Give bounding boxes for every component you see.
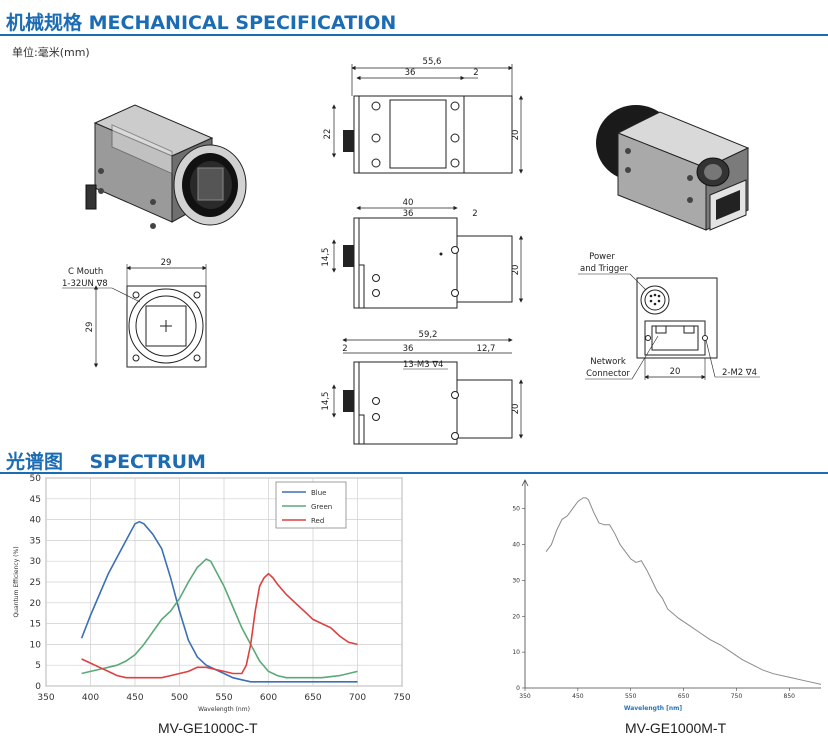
chart1-x-tick: 400 [82, 693, 99, 703]
chart1-y-tick: 20 [30, 599, 42, 609]
rear-power-line1: Power [589, 252, 615, 262]
chart1-y-tick: 40 [30, 516, 42, 526]
rear-view: Power and Trigger Network Connector 20 2… [578, 252, 760, 380]
mid-dim-right: 20 [511, 265, 521, 276]
chart2-y-arrow [521, 479, 529, 487]
chart1-y-tick: 5 [35, 661, 41, 671]
chart2-xlabel: Wavelength [nm] [624, 705, 683, 712]
spectrum-title: 光谱图 SPECTRUM [6, 451, 206, 473]
front-mount-line1: C Mouth [68, 267, 103, 277]
chart1-series-red [81, 572, 358, 679]
chart2-x-tick: 350 [519, 693, 531, 700]
chart1-x-tick: 550 [215, 693, 232, 703]
chart1-x-tick: 700 [349, 693, 366, 703]
chart2-x-tick: 450 [572, 693, 584, 700]
chart1-series-green [81, 558, 358, 679]
bot-dim-thread: 13-M3 ∇4 [403, 360, 443, 370]
chart1-y-tick: 35 [30, 536, 41, 546]
chart2-y-tick: 10 [512, 649, 520, 656]
chart1-caption: MV-GE1000C-T [158, 720, 258, 736]
mid-dim-overall: 40 [403, 198, 414, 208]
side-view-bottom: 59,2 2 36 12,7 13-M3 ∇4 14,5 20 [321, 330, 524, 445]
chart1-y-tick: 10 [30, 640, 42, 650]
bot-dim-overall: 59,2 [419, 330, 438, 340]
mech-title-underline [0, 34, 828, 36]
chart1-legend-label-blue: Blue [311, 489, 327, 497]
side-view-top: 55,6 36 2 22 20 [323, 57, 524, 174]
chart2-x-tick: 650 [678, 693, 690, 700]
chart1-x-tick: 450 [126, 693, 143, 703]
front-dim-width: 29 [161, 258, 172, 268]
rear-power-line2: and Trigger [580, 264, 629, 274]
top-dim-height: 22 [323, 129, 333, 140]
chart1-legend-label-green: Green [311, 503, 332, 511]
chart1-x-tick: 600 [260, 693, 277, 703]
chart2-y-tick: 0 [516, 685, 520, 692]
front-mount-line2: 1-32UN ∇8 [62, 279, 108, 289]
rear-dim-width: 20 [670, 367, 681, 377]
chart1-x-tick: 350 [37, 693, 54, 703]
chart1-y-tick: 50 [30, 474, 42, 484]
chart2-y-tick: 30 [512, 577, 520, 584]
mechanical-drawings: 55,6 36 2 22 20 40 36 2 14,5 20 [62, 57, 760, 445]
bot-dim-body: 36 [403, 344, 414, 354]
top-dim-right: 20 [511, 130, 521, 141]
chart1-y-tick: 30 [30, 557, 42, 567]
chart2-caption: MV-GE1000M-T [625, 720, 727, 736]
chart1-y-tick: 15 [30, 620, 41, 630]
camera-3d-rear [596, 105, 750, 231]
chart2-x-tick: 750 [731, 693, 743, 700]
chart1-x-tick: 750 [393, 693, 410, 703]
chart2-x-tick: 850 [784, 693, 796, 700]
top-dim-end: 2 [473, 68, 478, 78]
mid-dim-end: 2 [472, 209, 477, 219]
bot-dim-left: 2 [342, 344, 347, 354]
chart1-y-tick: 45 [30, 495, 41, 505]
side-view-middle: 40 36 2 14,5 20 [321, 198, 524, 309]
rear-network-line1: Network [590, 357, 626, 367]
chart2-y-tick: 40 [512, 542, 520, 549]
top-dim-body: 36 [405, 68, 416, 78]
rear-network-line2: Connector [586, 369, 630, 379]
mono-spectrum-chart: 0 10 20 30 40 50 350 450 550 650 750 850Wavelength … [512, 479, 822, 712]
spectrum-title-underline [0, 472, 828, 474]
chart1-y-tick: 0 [35, 682, 41, 692]
bot-dim-right: 20 [511, 404, 521, 415]
chart1-xlabel: Wavelength (nm) [198, 706, 250, 713]
color-spectrum-chart: 0 5 10 15 20 25 30 35 40 45 50 350 400 450 500 550 600 65… [13, 474, 410, 713]
chart1-y-tick: 25 [30, 578, 41, 588]
chart2-series-line [545, 497, 822, 685]
top-dim-overall: 55,6 [423, 57, 442, 67]
mid-dim-body: 36 [403, 209, 414, 219]
mech-title: 机械规格 MECHANICAL SPECIFICATION [6, 12, 397, 34]
chart1-ylabel: Quantum Efficiency (%) [13, 546, 20, 617]
camera-3d-front [85, 104, 247, 229]
bot-dim-height: 14,5 [321, 392, 331, 411]
unit-label: 单位:毫米(mm) [12, 46, 90, 59]
chart2-y-tick: 20 [512, 613, 520, 620]
chart1-legend-label-red: Red [311, 517, 324, 525]
chart1-series-blue [80, 520, 358, 683]
front-dim-height: 29 [85, 322, 95, 333]
chart1-x-tick: 500 [171, 693, 188, 703]
front-view: 29 29 C Mouth 1-32UN ∇8 [62, 258, 207, 368]
chart2-y-tick: 50 [512, 506, 520, 513]
mid-dim-height: 14,5 [321, 248, 331, 267]
bot-dim-right-len: 12,7 [477, 344, 496, 354]
chart1-x-tick: 650 [304, 693, 321, 703]
chart2-x-tick: 550 [625, 693, 637, 700]
rear-screw: 2-M2 ∇4 [722, 368, 757, 378]
